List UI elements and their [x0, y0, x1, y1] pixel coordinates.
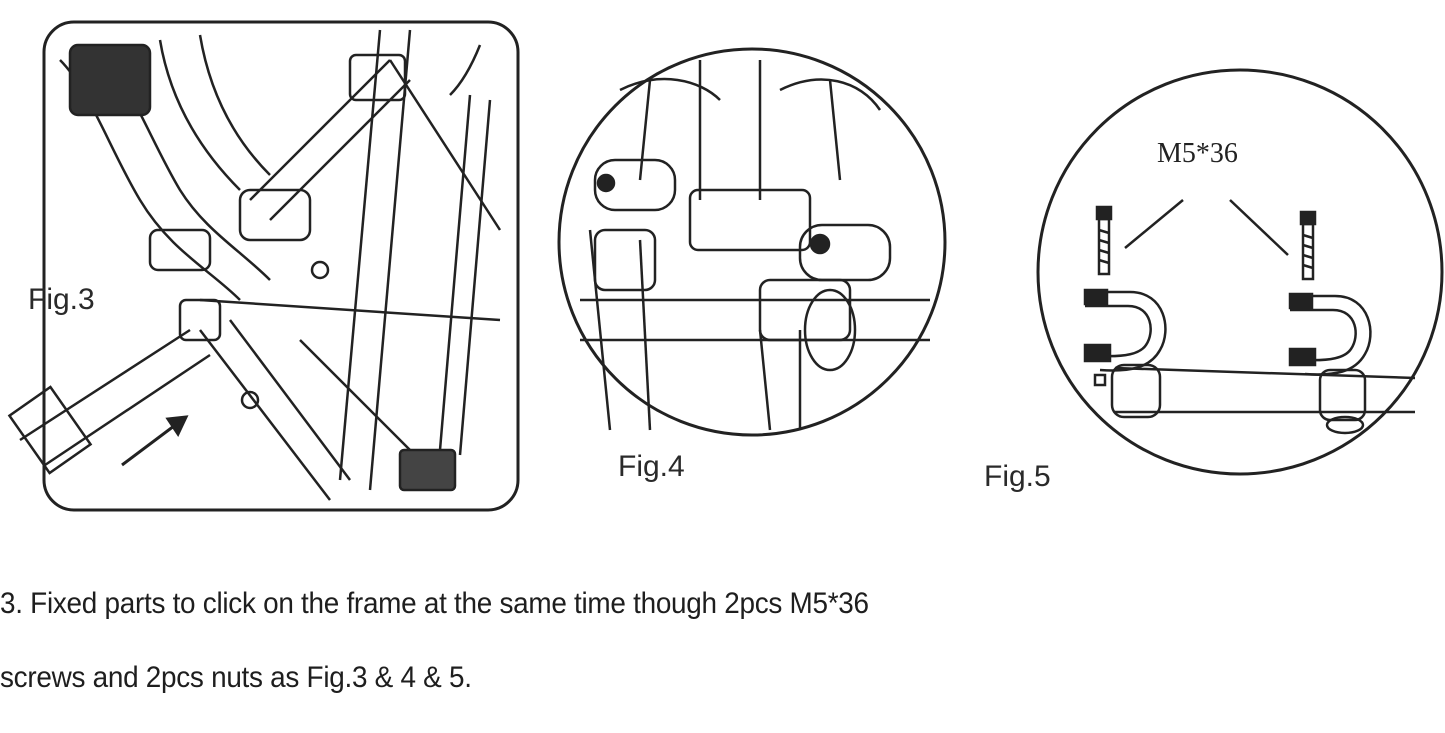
instruction-caption: 3. Fixed parts to click on the frame at …: [0, 548, 869, 733]
caption-line-2: screws and 2pcs nuts as Fig.3 & 4 & 5.: [0, 661, 472, 694]
diagram-canvas: [7, 20, 1444, 512]
fig3-border: [42, 20, 520, 512]
caption-line-1: 3. Fixed parts to click on the frame at …: [0, 587, 869, 620]
fig3-drawing: [7, 20, 520, 512]
direction-arrow-icon: [121, 415, 189, 467]
fig4-label: Fig.4: [618, 450, 685, 483]
screw-left-icon: [1095, 205, 1113, 276]
fig5-drawing: [1036, 68, 1444, 476]
fig5-border: [1036, 68, 1444, 476]
screw-spec-callout: M5*36: [1157, 138, 1238, 169]
fig3-label: Fig.3: [28, 283, 95, 316]
callout-leader-right: [1229, 199, 1289, 256]
fig5-label: Fig.5: [984, 460, 1051, 493]
fig4-border: [557, 47, 947, 437]
fig4-drawing: [557, 47, 947, 437]
callout-leader-left: [1124, 199, 1184, 249]
clamp-left: [1083, 288, 1167, 372]
clamp-right: [1288, 292, 1372, 376]
screw-right-icon: [1299, 210, 1317, 281]
